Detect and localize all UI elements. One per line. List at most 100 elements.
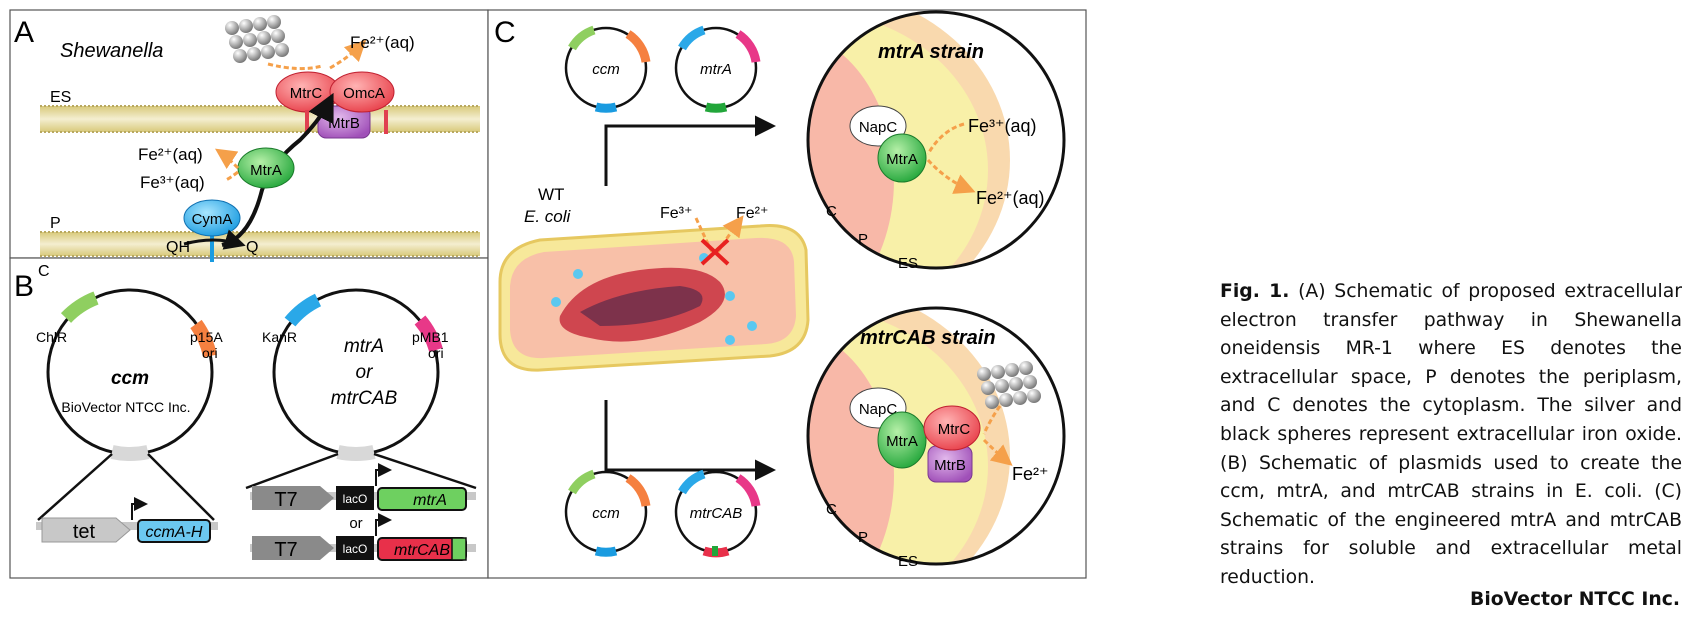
q-label: Q [246,239,258,256]
tet-promoter [41,517,131,543]
label-es: ES [50,89,71,106]
mtra-label: MtrA [250,162,282,179]
arrow-fe2-left [215,148,240,170]
mtrc-2 [923,405,981,451]
caption-text: (A) Schematic of proposed extracellular … [1220,281,1682,588]
plasmid-watermark: BioVector NTCC Inc. [61,399,190,415]
label-c: C [38,263,50,280]
panel-b-letter: B [14,270,34,303]
cyma-protein [183,199,241,237]
mtra-strain-title: mtrA strain [878,41,984,63]
mtra-gene-label: mtrA [413,492,447,509]
fe2-strain2-label: Fe²⁺ [1012,464,1049,484]
plasmid-ccm-top: ccm [564,25,651,113]
panel-c-letter: C [494,16,516,49]
t7-promoter-2 [252,536,334,560]
qh2-label: QH [166,239,190,256]
fe3-strain1-label: Fe³⁺(aq) [968,116,1037,136]
pmb1-label: pMB1 [412,329,449,345]
mtrcab-strain-title: mtrCAB strain [860,327,996,349]
arrow-fe2-out [329,39,367,70]
plasmid-mtra-top: mtrA [674,25,761,113]
c-strain1-label: C [826,203,837,220]
plasmid-ccm-bottom: ccm [564,469,651,557]
t7-label-1: T7 [274,489,297,511]
napc-1-label: NapC [859,119,898,136]
ecoli-label: E. coli [524,207,572,226]
chlr-segment [60,291,99,324]
mtra-gene [377,487,467,511]
plasmid-ccm-bottom-label: ccm [592,505,620,522]
caption-label: Fig. 1. [1220,281,1290,302]
outer-membrane [40,105,480,133]
kanr-label: KanR [262,329,297,345]
plasmid-ccm-name: ccm [111,368,149,389]
inner-membrane [40,231,480,257]
chlr-label: ChlR [36,329,67,345]
plasmid-mtrcab-bottom-label: mtrCAB [690,505,743,522]
arrow-fe3-to-mtra [926,122,965,155]
wt-label: WT [538,185,564,204]
iron-oxide-icon [977,361,1041,409]
laco-1 [336,486,374,510]
ccma-h-gene [137,519,211,543]
omca-protein [329,71,395,113]
es-strain2-label: ES [898,553,918,570]
panel-a-organism: Shewanella [60,40,163,62]
kanr-segment [284,293,322,327]
ccma-h-label: ccmA-H [146,524,203,541]
arrow-to-mtrcab-strain [604,400,776,481]
fe2-strain1-label: Fe²⁺(aq) [976,188,1045,208]
panel-a-letter: A [14,16,34,49]
mtra-2 [877,411,927,469]
c-strain2-label: C [826,501,837,518]
plasmid-mtra-name: mtrA [344,336,384,357]
mtrb-label: MtrB [328,115,360,132]
fe2-ecoli-label: Fe²⁺ [736,205,768,222]
watermark: BioVector NTCC Inc. [1470,589,1680,610]
arrow-oxide-to-mtrc [982,405,1002,435]
pmb1-ori-label: ori [428,345,444,361]
p15a-label: p15A [190,329,223,345]
plasmid-mtra-top-label: mtrA [700,61,732,78]
ecoli-cell [498,224,810,372]
mtrcab-gene-label: mtrCAB [394,542,450,559]
fe3-left-label: Fe³⁺(aq) [140,173,205,192]
fe2-left-label: Fe²⁺(aq) [138,145,203,164]
arrow-to-oxide [267,62,323,71]
p-strain1-label: P [858,231,868,248]
or-label: or [349,515,362,532]
plasmid-ccm-top-label: ccm [592,61,620,78]
mtra-1 [877,133,927,183]
mtrc-2-label: MtrC [938,421,971,438]
t7-label-2: T7 [274,539,297,561]
t7-promoter-1 [252,486,334,510]
p-strain2-label: P [858,529,868,546]
es-strain1-label: ES [898,255,918,272]
fe3-ecoli-label: Fe³⁺ [660,205,692,222]
mtrb-2-label: MtrB [934,457,966,474]
plasmid-or-name: or [356,362,374,383]
figure-caption: Fig. 1. (A) Schematic of proposed extrac… [1220,278,1682,593]
arrow-to-mtra-strain [604,115,776,186]
insert-segment [110,445,150,461]
blocked-x-icon [700,238,730,266]
napc-2-label: NapC [859,401,898,418]
laco-label-1: lacO [343,492,368,506]
arrow-fe2-strain2 [982,438,1013,466]
laco-2 [336,536,374,560]
mtrc-label: MtrC [290,85,323,102]
cyma-label: CymA [192,211,233,228]
plasmid-mtrcab-bottom: mtrCAB [674,469,761,558]
p15a-ori-label: ori [202,345,218,361]
omca-label: OmcA [343,85,385,102]
arrow-fe2-from-mtra [926,158,976,194]
tet-label: tet [73,521,96,543]
arrow-fe3-left [225,170,239,182]
quinone-arrow [183,229,246,250]
mtra-2-label: MtrA [886,433,918,450]
laco-label-2: lacO [343,542,368,556]
mtra-1-label: MtrA [886,151,918,168]
pmb1-segment [414,315,443,353]
